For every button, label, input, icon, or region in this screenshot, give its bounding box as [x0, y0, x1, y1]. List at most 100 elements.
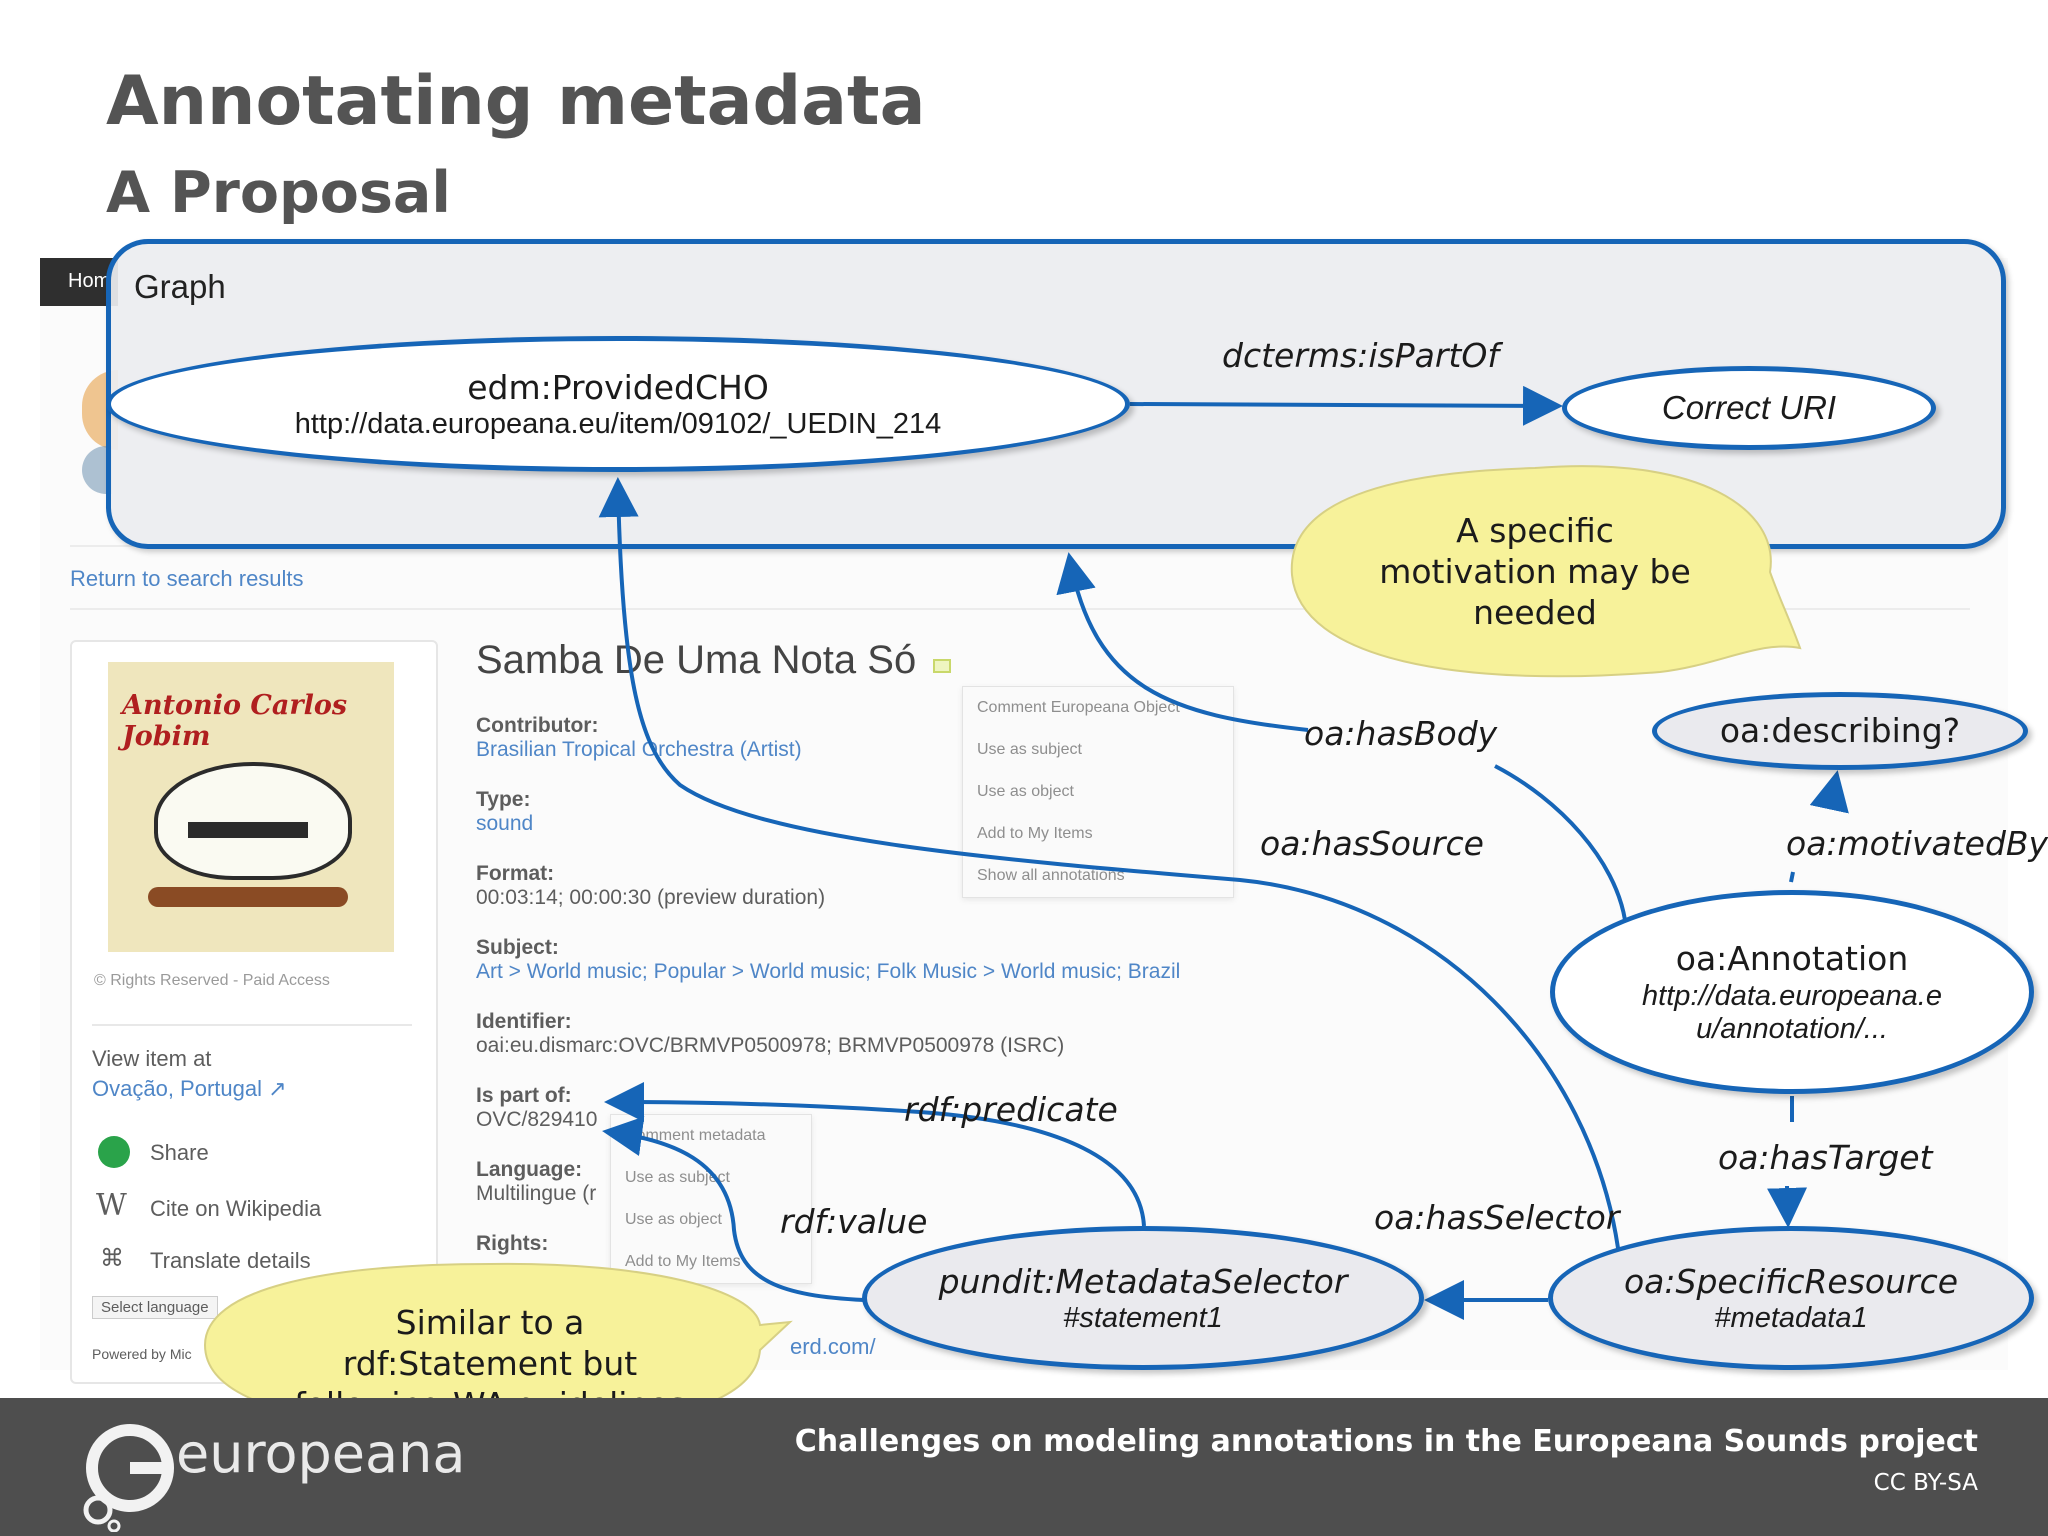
menu-item[interactable]: Add to My Items: [625, 1253, 741, 1270]
menu-item[interactable]: Add to My Items: [977, 825, 1093, 842]
field-value[interactable]: Art > World music; Popular > World music…: [476, 960, 1181, 983]
metadata-field: Subject:Art > World music; Popular > Wor…: [476, 936, 1276, 1010]
slide-title: Annotating metadata: [106, 62, 926, 141]
provided-cho-node[interactable]: edm:ProvidedCHO http://data.europeana.eu…: [106, 336, 1130, 472]
callout-line: A specific: [1456, 511, 1614, 550]
footer-bar: [0, 1398, 2048, 1536]
translate-icon: ⌘: [100, 1245, 124, 1272]
field-value: oai:eu.dismarc:OVC/BRMVP0500978; BRMVP05…: [476, 1034, 1065, 1057]
slide-subtitle: A Proposal: [106, 160, 451, 226]
copyright-icon: ©: [94, 972, 106, 989]
url-fragment[interactable]: erd.com/: [790, 1334, 876, 1359]
annotate-flag-icon[interactable]: [933, 659, 952, 673]
field-value[interactable]: sound: [476, 812, 534, 835]
metadata-field: Type:sound: [476, 788, 1276, 862]
metadata-field: Identifier:oai:eu.dismarc:OVC/BRMVP05009…: [476, 1010, 1276, 1084]
provider-link[interactable]: Ovação, Portugal ↗: [92, 1076, 287, 1102]
powered-by-text: Powered by Mic: [92, 1346, 192, 1362]
translate-details-button[interactable]: Translate details: [150, 1248, 311, 1273]
edge-label-hastarget: oa:hasTarget: [1718, 1138, 1933, 1177]
cho-uri: http://data.europeana.eu/item/09102/_UED…: [294, 408, 942, 441]
rights-label: Rights Reserved - Paid Access: [110, 972, 330, 989]
menu-item[interactable]: Use as object: [977, 783, 1074, 800]
edge-label-hasselector: oa:hasSelector: [1374, 1198, 1620, 1237]
correct-uri-node[interactable]: Correct URI: [1562, 366, 1936, 450]
specific-resource-node[interactable]: oa:SpecificResource #metadata1: [1548, 1226, 2034, 1370]
provider-name: Ovação, Portugal: [92, 1076, 262, 1101]
share-button[interactable]: Share: [150, 1140, 209, 1165]
callout-line: motivation may be: [1379, 552, 1691, 591]
ispartof-edge: [1129, 385, 1563, 426]
annotation-type: oa:Annotation: [1675, 939, 1909, 979]
callout-line: needed: [1473, 593, 1597, 632]
describing-node[interactable]: oa:describing?: [1652, 692, 2028, 770]
edge-label-motivatedby: oa:motivatedBy: [1786, 824, 2048, 863]
menu-item[interactable]: Comment metadata: [625, 1127, 766, 1144]
hat-illustration: [154, 762, 352, 880]
menu-item[interactable]: Use as subject: [625, 1169, 730, 1186]
field-label: Identifier:: [476, 1010, 572, 1033]
item-title-text: Samba De Uma Nota Só: [476, 638, 917, 682]
home-tab[interactable]: Hom: [40, 258, 118, 306]
callout-line: Similar to a: [395, 1303, 585, 1342]
field-label: Language:: [476, 1158, 583, 1181]
metadata-field: Rights:: [476, 1232, 1276, 1306]
specific-resource-type: oa:SpecificResource: [1623, 1261, 1959, 1301]
wikipedia-icon: W: [96, 1188, 127, 1223]
hastarget-arrow: [1767, 1185, 1808, 1228]
metadata-field: Is part of:OVC/829410: [476, 1084, 1276, 1158]
cover-artist: Antonio Carlos Jobim: [122, 690, 348, 752]
field-label: Is part of:: [476, 1084, 572, 1107]
album-cover[interactable]: Antonio Carlos Jobim: [108, 662, 394, 952]
field-value: OVC/829410: [476, 1108, 598, 1131]
annotation-node[interactable]: oa:Annotation http://data.europeana.e u/…: [1550, 890, 2034, 1094]
item-title: Samba De Uma Nota Só: [476, 638, 952, 683]
field-label: Format:: [476, 862, 555, 885]
motivatedby-arrow: [1809, 770, 1849, 814]
annotation-uri-line1: http://data.europeana.e: [1642, 979, 1942, 1012]
field-value: Multilingue (r: [476, 1182, 597, 1205]
cite-wikipedia-button[interactable]: Cite on Wikipedia: [150, 1196, 322, 1221]
return-to-search-link[interactable]: Return to search results: [70, 566, 304, 591]
hasbody-edge: [1056, 552, 1309, 732]
menu-item[interactable]: Comment Europeana Object: [977, 699, 1180, 716]
share-icon[interactable]: [98, 1136, 130, 1168]
specific-resource-id: #metadata1: [1714, 1302, 1868, 1335]
menu-item[interactable]: Use as object: [625, 1211, 722, 1228]
field-value[interactable]: Brasilian Tropical Orchestra (Artist): [476, 738, 802, 761]
metadata-fields: Contributor:Brasilian Tropical Orchestra…: [476, 714, 1276, 1306]
divider: [92, 1024, 412, 1026]
field-label: Rights:: [476, 1232, 549, 1255]
external-link-icon: ↗: [268, 1076, 287, 1101]
hassource-edge: [598, 477, 1620, 1249]
field-label: Type:: [476, 788, 531, 811]
footer-license: CC BY-SA: [1873, 1470, 1978, 1496]
graph-label: Graph: [134, 268, 226, 305]
europeana-logo-text: europeana: [176, 1422, 466, 1485]
menu-item[interactable]: Use as subject: [977, 741, 1082, 758]
metadata-selector-type: pundit:MetadataSelector: [938, 1261, 1348, 1301]
correct-uri-label: Correct URI: [1661, 389, 1837, 427]
metadata-field: Contributor:Brasilian Tropical Orchestra…: [476, 714, 1276, 788]
field-label: Contributor:: [476, 714, 599, 737]
metadata-field: Format:00:03:14; 00:00:30 (preview durat…: [476, 862, 1276, 936]
divider: [70, 608, 1970, 610]
motivatedby-edge: [1789, 871, 1795, 883]
menu-item[interactable]: Show all annotations: [977, 867, 1125, 884]
select-language-dropdown[interactable]: Select language: [92, 1296, 218, 1319]
edge-label-hasbody: oa:hasBody: [1304, 714, 1498, 753]
metadata-selector-id: #statement1: [1063, 1302, 1223, 1335]
edge-label-predicate: rdf:predicate: [904, 1090, 1118, 1129]
predicate-edge: [604, 1082, 1146, 1227]
cigar-illustration: [148, 887, 348, 907]
edge-label-ispartof: dcterms:isPartOf: [1222, 336, 1499, 375]
callout-line: rdf:Statement but: [342, 1344, 638, 1383]
describing-label: oa:describing?: [1719, 711, 1961, 751]
view-item-at-label: View item at: [92, 1046, 212, 1071]
metadata-selector-node[interactable]: pundit:MetadataSelector #statement1: [862, 1226, 1424, 1370]
context-menu-object: Comment Europeana Object Use as subject …: [962, 686, 1234, 898]
field-value: 00:03:14; 00:00:30 (preview duration): [476, 886, 826, 909]
hasbody-edge-lower: [1494, 764, 1627, 921]
callout-motivation: [1290, 465, 1802, 678]
